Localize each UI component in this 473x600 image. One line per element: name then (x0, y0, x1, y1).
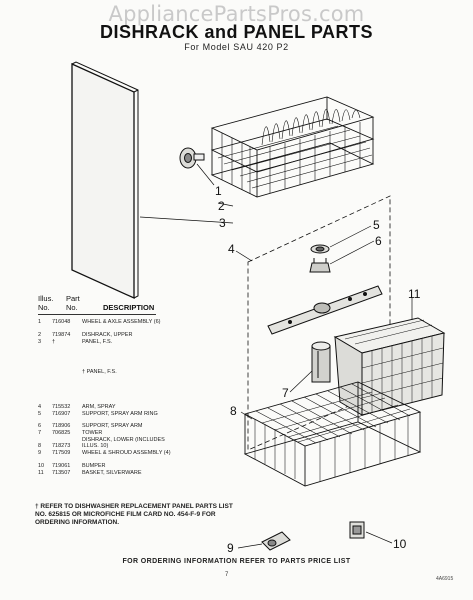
callout-11: 11 (408, 287, 421, 301)
door-panel (71, 61, 139, 300)
replacement-panel-footnote: † REFER TO DISHWASHER REPLACEMENT PANEL … (35, 503, 233, 526)
watermark: AppliancePartsPros.com (108, 2, 365, 26)
bumper (349, 521, 365, 539)
wheel-shroud-assembly (261, 531, 291, 551)
header-illus: Illus. (38, 294, 54, 303)
model-subtitle: For Model SAU 420 P2 (184, 42, 289, 52)
callout-9: 9 (227, 541, 234, 555)
table-row: 3†PANEL, F.S. (38, 339, 113, 345)
callout-8: 8 (230, 404, 237, 418)
lower-dishrack (243, 381, 422, 487)
header-part: Part (66, 294, 80, 303)
callout-5: 5 (373, 218, 380, 232)
callout-3: 3 (219, 216, 226, 230)
header-no: No. (38, 303, 50, 312)
spray-arm (267, 285, 383, 335)
tower (311, 341, 331, 383)
table-row: † PANEL, F.S. (82, 369, 117, 375)
spray-arm-support (309, 258, 331, 273)
wheel-axle-assembly (179, 147, 205, 169)
callout-2: 2 (218, 199, 225, 213)
callout-6: 6 (375, 234, 382, 248)
upper-dishrack (210, 96, 375, 198)
ordering-note: FOR ORDERING INFORMATION REFER TO PARTS … (122, 558, 351, 565)
callout-7: 7 (282, 386, 289, 400)
callout-1: 1 (215, 184, 222, 198)
header-rule (38, 314, 156, 315)
header-no2: No. (66, 303, 78, 312)
callout-4: 4 (228, 242, 235, 256)
silverware-basket (333, 317, 446, 416)
callout-10: 10 (393, 537, 407, 551)
page-title: DISHRACK and PANEL PARTS (99, 22, 374, 42)
leader-lines (139, 163, 413, 549)
page-number: 7 (225, 572, 229, 578)
support-ring (310, 244, 330, 254)
header-description: DESCRIPTION (103, 303, 155, 312)
document-code: 4A6915 (436, 576, 454, 582)
